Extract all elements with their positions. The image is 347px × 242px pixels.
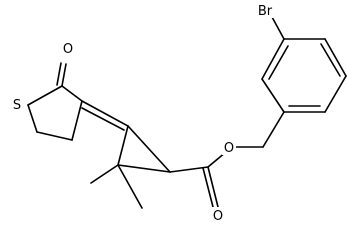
bond-c1-c3 xyxy=(127,125,171,173)
benzene-ring xyxy=(261,16,347,113)
bond-c2-c3 xyxy=(117,164,171,173)
bond-alkene-b xyxy=(81,107,125,131)
bond-ar-4 xyxy=(324,38,347,77)
bond-c2-s xyxy=(27,85,63,106)
bond-c-br xyxy=(271,16,285,40)
bond-methyl-1 xyxy=(90,164,119,184)
bond-c3-c2 xyxy=(61,85,83,102)
ester-ether-oxygen-label-bg xyxy=(222,139,236,155)
bond-ch2-aryl xyxy=(262,111,285,148)
bond-ar-5 xyxy=(324,75,347,113)
ester-carbonyl-oxygen-label-bg xyxy=(211,207,225,223)
ester-group xyxy=(169,111,285,208)
bond-c2-o-b xyxy=(56,62,62,86)
sulfur-atom-label: S xyxy=(13,98,21,113)
bond-c-ester-c xyxy=(169,166,209,173)
bromine-label-bg xyxy=(254,2,276,18)
ester-carbonyl-oxygen-atom-label: O xyxy=(213,209,223,224)
bond-ar-inner-1 xyxy=(268,45,289,80)
bond-ester-co-b xyxy=(202,167,214,208)
ester-ether-oxygen-atom-label: O xyxy=(224,141,234,156)
bond-alkene-a xyxy=(81,100,129,127)
ketone-oxygen-label-bg xyxy=(61,40,75,56)
ketone-oxygen-atom-label: O xyxy=(63,42,73,57)
bond-s-ch2 xyxy=(27,104,38,133)
bond-ar-1 xyxy=(261,78,285,113)
bond-ester-co-a xyxy=(207,166,219,208)
bond-ar-inner-2 xyxy=(320,43,341,77)
bond-ch2-ch2 xyxy=(36,131,73,141)
bond-ar-2 xyxy=(261,38,285,80)
bromine-atom-label: Br xyxy=(258,4,273,19)
sulfur-label-bg xyxy=(10,96,24,112)
cyclopropane-ring xyxy=(90,125,171,209)
bond-ch-c1 xyxy=(117,125,129,166)
bond-c2-o-a xyxy=(61,63,67,87)
bond-ch2-c3 xyxy=(71,100,83,141)
thiolactone-ring xyxy=(27,62,83,141)
exocyclic-alkene xyxy=(81,100,129,131)
bond-methyl-2 xyxy=(117,164,143,209)
